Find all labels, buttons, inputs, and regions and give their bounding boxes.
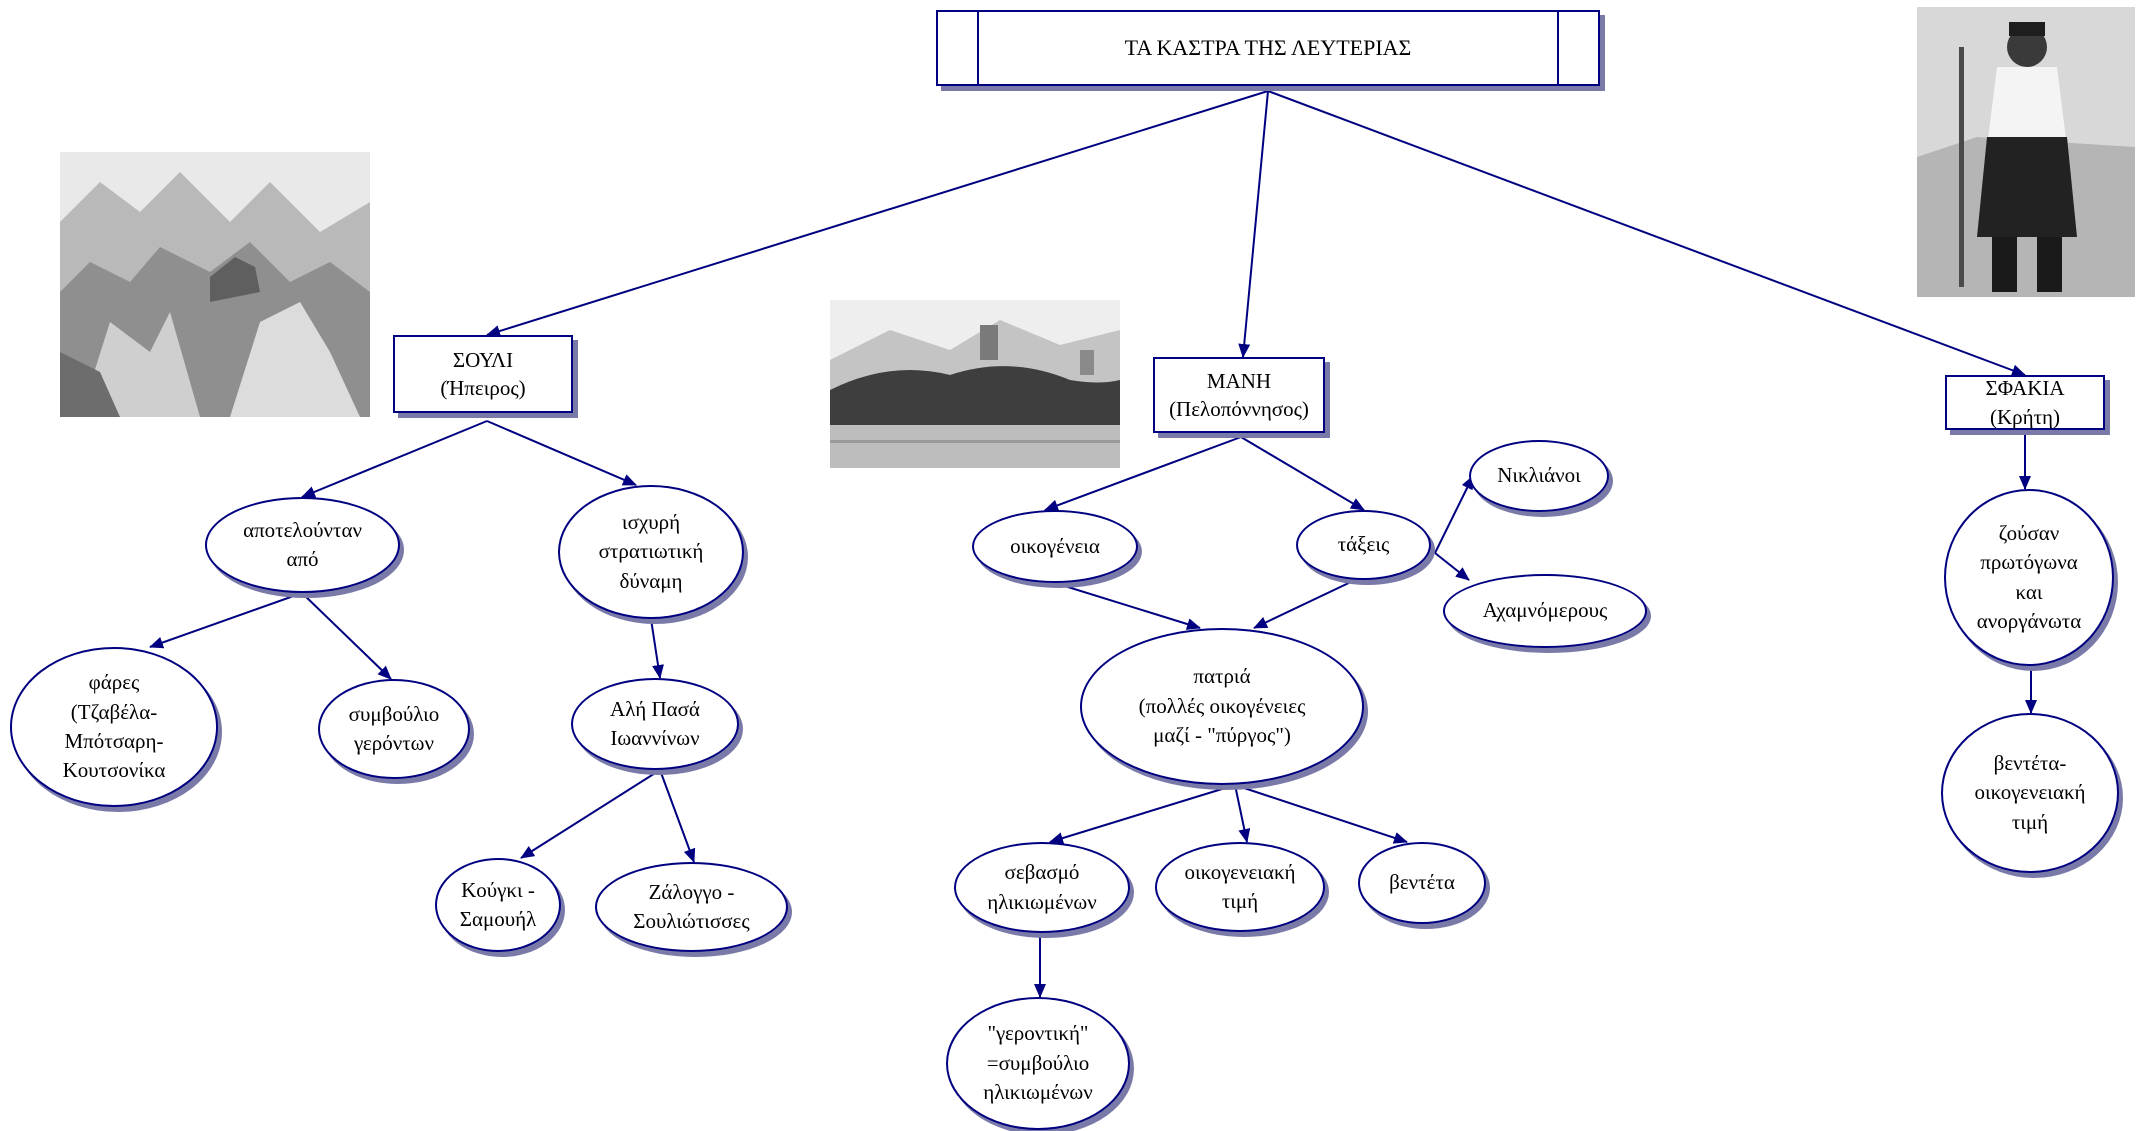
- node-timi: οικογενειακή τιμή: [1155, 842, 1325, 932]
- node-koygki: Κούγκι - Σαμουήλ: [435, 858, 561, 952]
- souli-engraving-image: [60, 152, 370, 417]
- node-venteta-sfakia: βεντέτα- οικογενειακή τιμή: [1941, 713, 2119, 873]
- edge-root-souli: [486, 90, 1269, 337]
- node-achamnomeroys: Αχαμνόμερους: [1443, 574, 1647, 648]
- node-gerontiki: "γεροντική" =συμβούλιο ηλικιωμένων: [946, 997, 1130, 1130]
- sfakia-box: ΣΦΑΚΙΑ (Κρήτη): [1945, 375, 2105, 430]
- edge-ali-koygki: [520, 769, 661, 859]
- node-venteta-mani: βεντέτα: [1358, 842, 1486, 924]
- edge-patria-sevasmo: [1049, 784, 1236, 844]
- root-title: ΤΑ ΚΑΣΤΡΑ ΤΗΣ ΛΕΥΤΕΡΙΑΣ: [1124, 35, 1412, 61]
- edge-ali-zalongo: [659, 769, 696, 863]
- node-ali: Αλή Πασά Ιωαννίνων: [571, 678, 739, 770]
- edge-apoteloyntan-fares: [149, 592, 303, 649]
- node-oikogeneia: οικογένεια: [972, 510, 1138, 583]
- node-patria: πατριά (πολλές οικογένειες μαζί - "πύργο…: [1080, 628, 1364, 785]
- sfakia-portrait-image: [1917, 7, 2135, 297]
- edge-oikogeneia-patria: [1054, 582, 1201, 630]
- edge-takseis-achamnomeroys: [1434, 552, 1470, 581]
- edge-apoteloyntan-symvoylio: [301, 592, 392, 680]
- edge-root-sfakia: [1267, 90, 2026, 377]
- edge-root-mani: [1238, 90, 1269, 358]
- mani-engraving-image: [830, 300, 1120, 468]
- node-ischyri: ισχυρή στρατιωτική δύναμη: [558, 485, 744, 619]
- node-fares: φάρες (Τζαβέλα- Μπότσαρη- Κουτσονίκα: [10, 647, 218, 807]
- mani-box: ΜΑΝΗ (Πελοπόννησος): [1153, 357, 1325, 433]
- node-zoysan: ζούσαν πρωτόγωνα και ανοργάνωτα: [1944, 489, 2114, 666]
- node-symvoylio: συμβούλιο γερόντων: [318, 679, 470, 779]
- node-sevasmo: σεβασμό ηλικιωμένων: [954, 842, 1130, 933]
- node-takseis: τάξεις: [1296, 510, 1431, 580]
- souli-label: ΣΟΥΛΙ (Ήπειρος): [440, 347, 526, 400]
- edge-mani-oikogeneia: [1044, 436, 1242, 512]
- edge-souli-ischyri: [486, 420, 637, 486]
- edge-mani-takseis: [1240, 436, 1365, 511]
- edge-takseis-nikliani: [1434, 475, 1474, 554]
- edge-patria-venteta: [1234, 784, 1408, 844]
- edge-souli-apoteloyntan: [301, 420, 488, 498]
- node-nikliani: Νικλιάνοι: [1469, 440, 1609, 512]
- souli-box: ΣΟΥΛΙ (Ήπειρος): [393, 335, 573, 413]
- node-zalongo: Ζάλογγο - Σουλιώτισσες: [595, 862, 788, 952]
- root-title-box: ΤΑ ΚΑΣΤΡΑ ΤΗΣ ΛΕΥΤΕΡΙΑΣ: [936, 10, 1600, 86]
- sfakia-label: ΣΦΑΚΙΑ (Κρήτη): [1985, 376, 2065, 429]
- edge-takseis-patria: [1253, 579, 1356, 629]
- edge-ischyri-ali: [650, 618, 664, 679]
- mani-label: ΜΑΝΗ (Πελοπόννησος): [1169, 368, 1309, 421]
- node-apoteloyntan: αποτελούνταν από: [205, 497, 400, 593]
- edge-patria-timi: [1234, 784, 1251, 843]
